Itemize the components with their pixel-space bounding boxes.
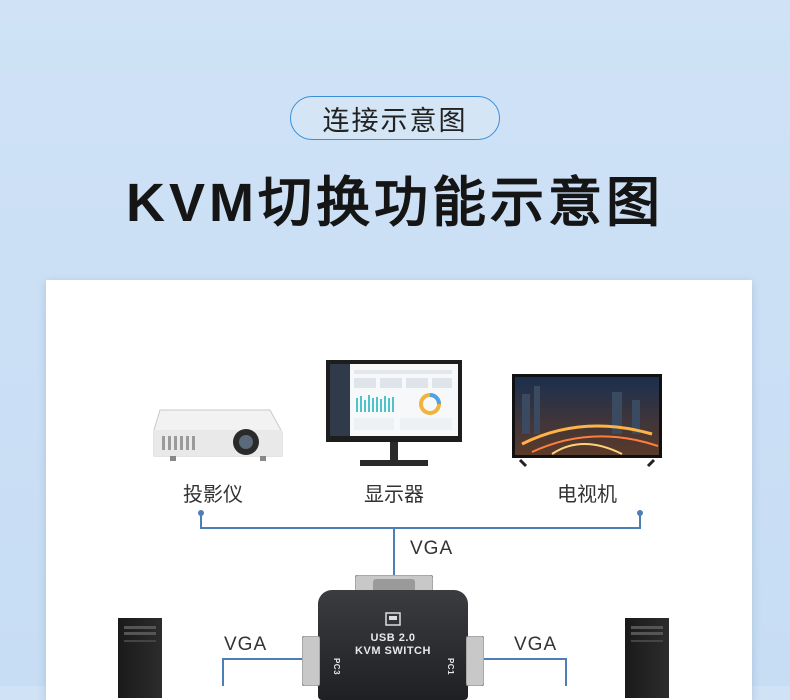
- kvm-line1: USB 2.0: [370, 632, 416, 644]
- projector-drop-line: [200, 513, 202, 528]
- tv-label: 电视机: [557, 484, 617, 506]
- monitor-image: [326, 360, 462, 466]
- kvm-line2: KVM SWITCH: [355, 645, 431, 657]
- left-vga-line-v: [222, 658, 224, 686]
- kvm-output-line: [393, 527, 395, 579]
- right-vga-line-v: [565, 658, 567, 686]
- right-vga-label: VGA: [514, 634, 558, 655]
- pc-right: [625, 618, 669, 698]
- display-bus-line: [200, 527, 641, 529]
- top-vga-label: VGA: [410, 538, 454, 559]
- tv-drop-line: [639, 513, 641, 528]
- projector-image: [153, 409, 283, 461]
- monitor-label: 显示器: [364, 484, 424, 506]
- badge-text: 连接示意图: [322, 105, 468, 136]
- page-title: KVM切换功能示意图: [126, 173, 664, 233]
- vga-port-left: [302, 636, 320, 686]
- diagram-badge: 连接示意图: [290, 96, 500, 140]
- right-vga-line-h: [484, 658, 566, 660]
- usb-icon: [385, 612, 401, 626]
- left-vga-line-h: [222, 658, 302, 660]
- pc-left: [118, 618, 162, 698]
- vga-port-right: [466, 636, 484, 686]
- kvm-switch: USB 2.0 KVM SWITCH PC3 PC1: [318, 590, 468, 700]
- kvm-port-left: PC3: [332, 657, 342, 676]
- tv-image: [512, 374, 662, 468]
- left-vga-label: VGA: [224, 634, 268, 655]
- kvm-port-right: PC1: [446, 657, 456, 676]
- projector-label: 投影仪: [183, 484, 243, 506]
